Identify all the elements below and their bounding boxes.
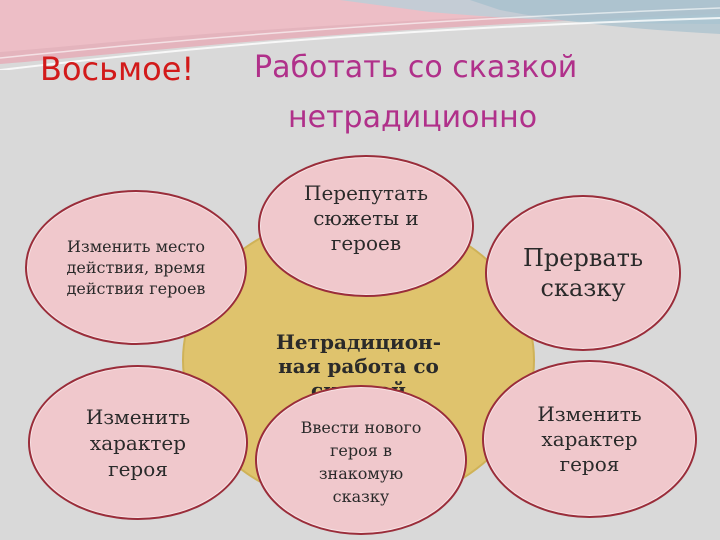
- node-new-hero: Ввести нового героя в знакомую сказку: [255, 385, 467, 535]
- node-interrupt-tale-label: Прервать сказку: [522, 244, 644, 302]
- node-change-character-right: Изменить характер героя: [482, 360, 697, 518]
- slide-title-line-2: нетрадиционно: [288, 100, 538, 135]
- node-change-setting-label: Изменить место действия, время действия …: [66, 237, 206, 298]
- node-change-setting: Изменить место действия, время действия …: [25, 190, 247, 345]
- node-new-hero-label: Ввести нового героя в знакомую сказку: [300, 418, 422, 506]
- top-decoration: [0, 0, 720, 70]
- node-mix-plots: Перепутать сюжеты и героев: [258, 155, 474, 297]
- slide-number-title: Восьмое!: [40, 50, 195, 88]
- node-change-character-right-label: Изменить характер героя: [537, 401, 642, 476]
- node-interrupt-tale: Прервать сказку: [485, 195, 681, 351]
- node-change-character-left: Изменить характер героя: [28, 365, 248, 520]
- slide-title-line-1: Работать со сказкой: [254, 50, 578, 85]
- node-mix-plots-label: Перепутать сюжеты и героев: [304, 180, 428, 255]
- node-change-character-left-label: Изменить характер героя: [85, 404, 191, 481]
